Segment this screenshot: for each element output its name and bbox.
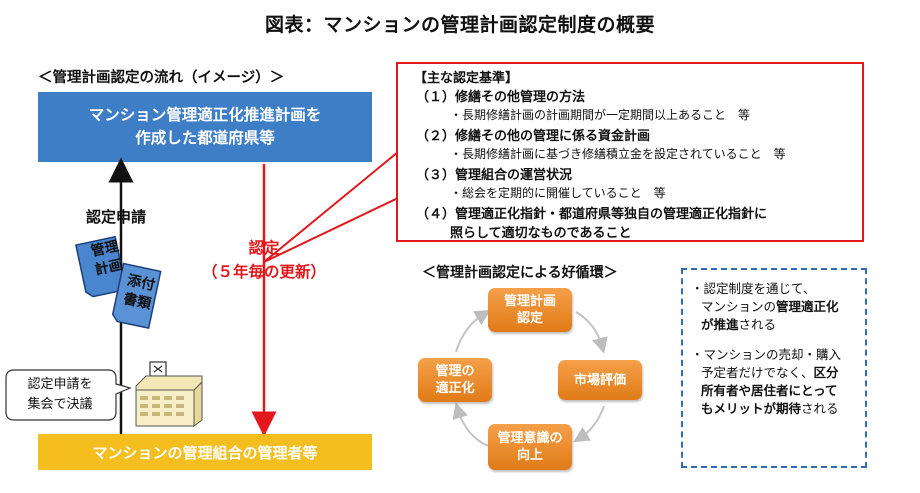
criteria-item-4-detail: 照らして適切なものであること [450,226,632,241]
flow-section-title: ＜管理計画認定の流れ（イメージ）＞ [38,70,285,86]
cycle-arc-left-top [455,309,491,353]
callout-line2: 集会で決議 [27,397,93,412]
documents-icon [75,235,162,330]
criteria-item-1-detail: ・長期修繕計画の計画期間が一定期間以上あること 等 [450,108,751,122]
cycle-node-optimization: 管理の 適正化 [418,358,492,402]
benefits-box: ・認定制度を通じて、 マンションの管理適正化 が推進される ・マンションの売却・… [681,268,867,468]
certification-label: 認定 （５年毎の更新） [200,236,328,284]
criteria-header: 【主な認定基準】 [414,71,519,86]
criteria-box: 【主な認定基準】 （１）修繕その他管理の方法 ・長期修繕計画の計画期間が一定期間… [396,62,864,242]
benefit-2-d: 所有者や居住者にとって [701,383,838,398]
cycle-node-top-line1: 管理計画 [503,294,556,309]
cycle-node-bottom-line1: 管理意識の [497,431,563,446]
cycle-arc-top-right [575,311,608,354]
criteria-item-2-heading: （２）修繕その他の管理に係る資金計画 [416,129,651,144]
building-icon [135,361,203,427]
cycle-node-bottom-line2: 向上 [516,448,543,463]
cycle-arc-bottom-left [452,402,489,447]
benefit-2-f: される [801,401,839,416]
benefit-1-c: 管理適正化 [776,299,839,314]
cycle-node-certification: 管理計画 認定 [488,288,572,332]
benefit-1: ・認定制度を通じて、 マンションの管理適正化 が推進される [691,280,857,334]
benefit-2-a: ・マンションの売却・購入 [691,347,842,362]
cycle-node-left-line1: 管理の [435,364,475,379]
prefecture-box-line2: 作成した都道府県等 [135,129,275,147]
resolution-callout: 認定申請を 集会で決議 [14,375,106,415]
cycle-arc-right-bottom [573,405,605,443]
prefecture-box-line1: マンション管理適正化推進計画を [88,106,322,124]
manager-box: マンションの管理組合の管理者等 [38,434,372,470]
page-title: 図表：マンションの管理計画認定制度の概要 [264,14,655,36]
benefit-1-b: マンションの [701,299,777,314]
cycle-node-top-line2: 認定 [516,311,543,326]
criteria-item-2-detail: ・長期修繕計画に基づき修繕積立金を設定されていること 等 [450,147,786,161]
cycle-node-right-label: 市場評価 [573,372,626,388]
benefit-2-b: 予定者だけでなく、 [701,365,814,380]
benefit-2: ・マンションの売却・購入 予定者だけでなく、区分 所有者や居住者にとって もメリ… [691,346,857,418]
cycle-node-market-evaluation: 市場評価 [558,360,642,400]
resolution-callout-bubble [5,369,132,421]
cycle-node-awareness: 管理意識の 向上 [488,424,572,470]
certification-label-line1: 認定 [248,239,280,257]
criteria-item-1-heading: （１）修繕その他管理の方法 [416,90,586,105]
criteria-item-3-detail: ・総会を定期的に開催していること 等 [450,186,666,200]
criteria-item-3-heading: （３）管理組合の運営状況 [416,168,573,183]
callout-line1: 認定申請を [27,377,93,392]
criteria-item-4-heading: （４）管理適正化指針・都道府県等独自の管理適正化指針に [416,207,768,222]
benefit-1-d: が推進 [701,317,739,332]
application-label: 認定申請 [86,208,147,226]
certification-label-line2: （５年毎の更新） [201,263,326,281]
benefit-2-e: もメリットが期待 [701,401,802,416]
benefit-2-c: 区分 [813,365,839,380]
benefit-1-e: される [738,317,777,332]
cycle-section-title: ＜管理計画認定による好循環＞ [422,265,618,281]
prefecture-box: マンション管理適正化推進計画を 作成した都道府県等 [38,92,372,162]
cycle-node-left-line2: 適正化 [435,381,475,396]
benefit-1-a: ・認定制度を通じて、 [691,281,816,296]
